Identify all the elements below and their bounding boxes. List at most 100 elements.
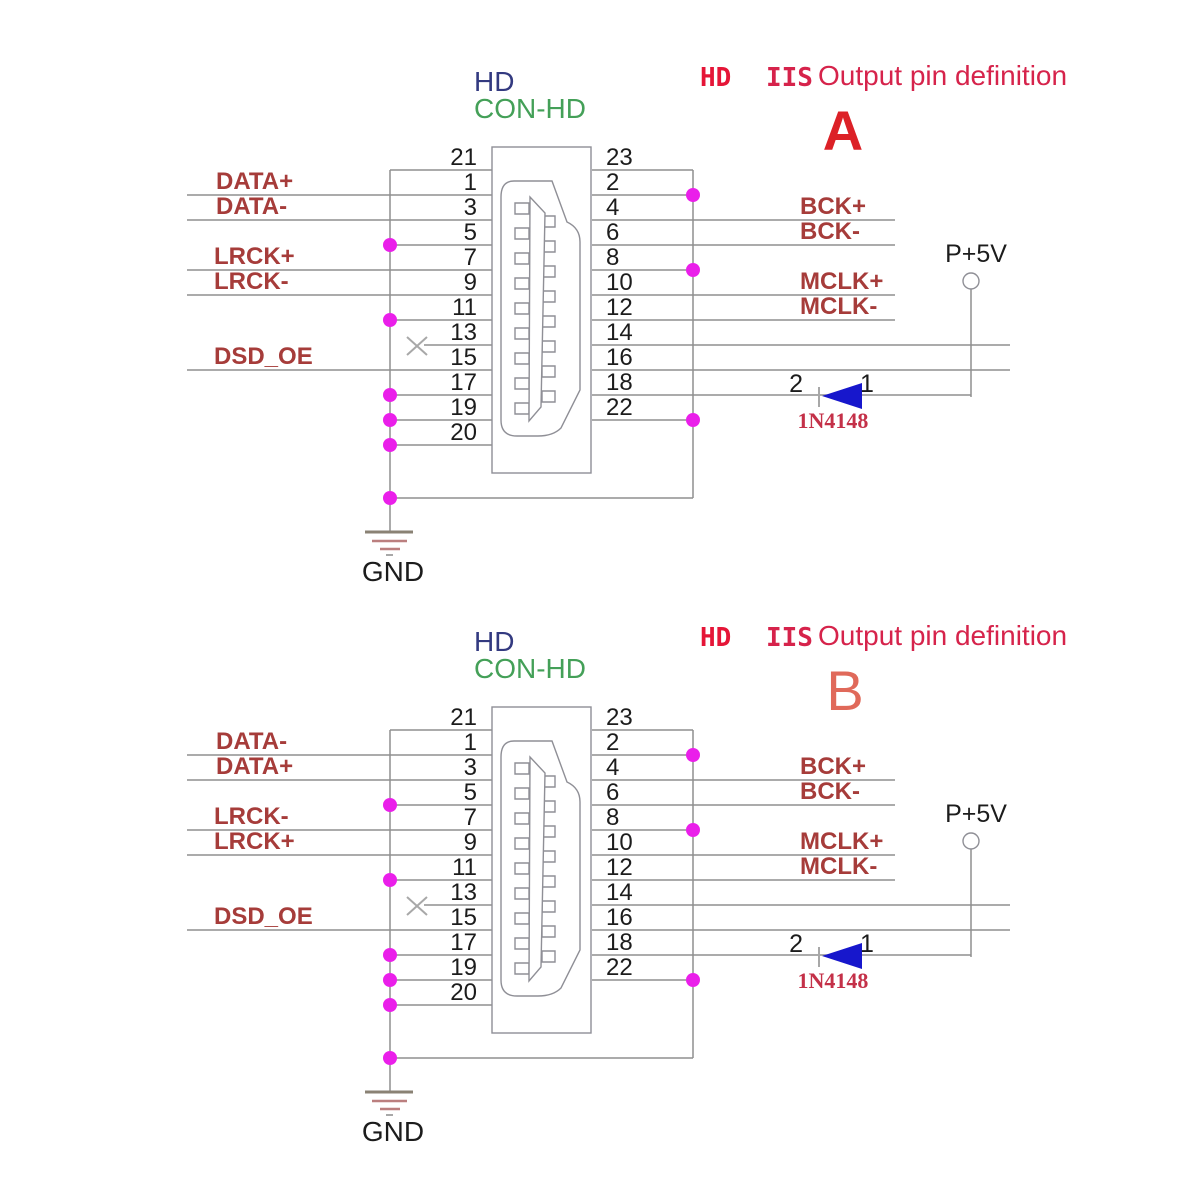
hdmi-connector-symbol (491, 706, 592, 1034)
net-label: BCK+ (800, 193, 866, 220)
pin-number: 5 (464, 219, 477, 246)
pin-number: 13 (450, 879, 477, 906)
net-label: LRCK+ (214, 243, 295, 270)
diode-1n4148: 2 1 1N4148 (789, 930, 874, 993)
pin-number: 23 (606, 144, 633, 171)
variant-letter: B (826, 659, 863, 722)
title-iis: IIS (766, 63, 813, 93)
pin-number: 2 (606, 729, 619, 756)
pin-number: 3 (464, 194, 477, 221)
contact-teeth-right (541, 215, 556, 403)
pin-number: 13 (450, 319, 477, 346)
pin-number: 3 (464, 754, 477, 781)
pin-number: 17 (450, 929, 477, 956)
ground-symbol: GND (362, 1090, 424, 1147)
title-hd: HD (700, 63, 731, 93)
diode-part-number: 1N4148 (798, 968, 869, 993)
title-iis: IIS (766, 623, 813, 653)
no-connect-cross-icon (406, 896, 428, 916)
pin-number: 14 (606, 879, 633, 906)
pin-number: 17 (450, 369, 477, 396)
diode-triangle-icon (822, 943, 862, 969)
no-connect-cross-icon (406, 336, 428, 356)
pin-number: 4 (606, 194, 619, 221)
pin-number: 9 (464, 829, 477, 856)
pin-number: 22 (606, 394, 633, 421)
pin-number: 18 (606, 369, 633, 396)
pin-number: 21 (450, 704, 477, 731)
net-label: MCLK+ (800, 268, 883, 295)
pin-number: 6 (606, 779, 619, 806)
pin-number: 8 (606, 804, 619, 831)
pin-number: 9 (464, 269, 477, 296)
net-label: LRCK- (214, 268, 289, 295)
contact-teeth-right (541, 775, 556, 963)
pin-number: 10 (606, 269, 633, 296)
net-label: LRCK+ (214, 828, 295, 855)
title-text: Output pin definition (818, 620, 1067, 651)
net-label: DSD_OE (214, 343, 313, 370)
connector-shell (500, 180, 581, 437)
pin-number: 7 (464, 244, 477, 271)
pin-number: 16 (606, 344, 633, 371)
pin-number: 6 (606, 219, 619, 246)
title-hd: HD (700, 623, 731, 653)
variant-letter: A (823, 99, 863, 162)
diode-pin-1: 1 (860, 370, 874, 398)
pin-number: 15 (450, 904, 477, 931)
connector-shell (500, 740, 581, 997)
net-label: DATA+ (216, 753, 293, 780)
net-label: MCLK+ (800, 828, 883, 855)
net-label: DATA- (216, 193, 287, 220)
pin-number: 12 (606, 854, 633, 881)
pin-number: 21 (450, 144, 477, 171)
pin-number: 5 (464, 779, 477, 806)
net-label: DSD_OE (214, 903, 313, 930)
pin-number: 16 (606, 904, 633, 931)
pin-number: 12 (606, 294, 633, 321)
pin-number: 10 (606, 829, 633, 856)
junction-dots (383, 188, 700, 505)
diagram-b: HD CON-HD HD IIS Output pin definition B (187, 620, 1067, 1147)
net-label: MCLK- (800, 293, 877, 320)
pin-number: 19 (450, 394, 477, 421)
net-label: MCLK- (800, 853, 877, 880)
diode-1n4148: 2 1 1N4148 (789, 370, 874, 433)
pin-number: 7 (464, 804, 477, 831)
pin-number: 23 (606, 704, 633, 731)
diode-pin-2: 2 (789, 930, 803, 958)
pin-number: 20 (450, 979, 477, 1006)
net-label: BCK+ (800, 753, 866, 780)
connector-blade (528, 195, 546, 423)
pin-number: 20 (450, 419, 477, 446)
diode-part-number: 1N4148 (798, 408, 869, 433)
connector-blade (528, 755, 546, 983)
junction-dots (383, 748, 700, 1065)
net-label: DATA- (216, 728, 287, 755)
title-text: Output pin definition (818, 60, 1067, 91)
gnd-label: GND (362, 556, 424, 587)
refdes-label: HD (474, 626, 514, 657)
ground-symbol: GND (362, 530, 424, 587)
refdes-label: HD (474, 66, 514, 97)
pin-number: 2 (606, 169, 619, 196)
pin-number: 4 (606, 754, 619, 781)
hdmi-connector-symbol (491, 146, 592, 474)
pin-number: 8 (606, 244, 619, 271)
net-label: BCK- (800, 778, 860, 805)
pin-number: 19 (450, 954, 477, 981)
pin-number: 15 (450, 344, 477, 371)
power-terminal-icon (962, 832, 980, 850)
diode-pin-1: 1 (860, 930, 874, 958)
pin-number: 11 (452, 854, 477, 881)
power-terminal-icon (962, 272, 980, 290)
net-label: LRCK- (214, 803, 289, 830)
part-label: CON-HD (474, 653, 586, 684)
pin-number: 1 (464, 169, 477, 196)
power-net-label: P+5V (945, 240, 1007, 268)
pin-number: 22 (606, 954, 633, 981)
pin-number: 18 (606, 929, 633, 956)
net-label: DATA+ (216, 168, 293, 195)
